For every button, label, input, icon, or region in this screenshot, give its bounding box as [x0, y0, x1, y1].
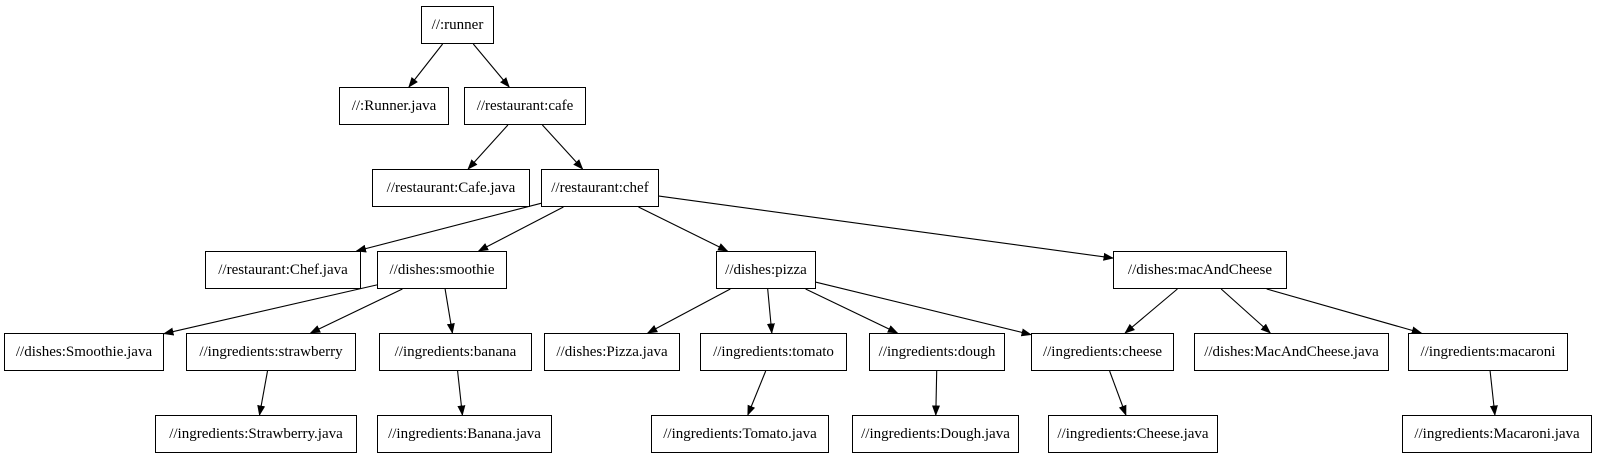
graph-node-label: //dishes:macAndCheese	[1127, 261, 1273, 278]
graph-node-macaroni: //ingredients:macaroni	[1408, 333, 1568, 371]
graph-edge-chef-to-smoothie	[477, 206, 564, 252]
graph-edge-cafe-to-chef	[541, 124, 584, 170]
graph-node-chef: //restaurant:chef	[541, 169, 659, 207]
graph-edge-runner-to-cafe	[472, 43, 510, 88]
graph-node-tomato: //ingredients:tomato	[700, 333, 847, 371]
graph-node-runner-java: //:Runner.java	[339, 87, 449, 125]
graph-edge-pizza-to-pizza-java	[646, 288, 731, 334]
graph-node-label: //ingredients:banana	[394, 343, 517, 360]
graph-node-label: //restaurant:Chef.java	[218, 261, 348, 278]
graph-node-label: //ingredients:tomato	[713, 343, 834, 360]
graph-node-label: //ingredients:Tomato.java	[663, 425, 817, 442]
graph-edge-mac-and-cheese-to-mac-and-cheese-java	[1220, 288, 1272, 334]
graph-node-strawberry-java: //ingredients:Strawberry.java	[155, 415, 357, 453]
graph-edge-mac-and-cheese-to-macaroni	[1266, 288, 1423, 335]
graph-edge-cheese-to-cheese-java	[1109, 370, 1127, 416]
graph-node-tomato-java: //ingredients:Tomato.java	[651, 415, 829, 453]
graph-node-cafe: //restaurant:cafe	[464, 87, 586, 125]
graph-edge-runner-to-runner-java	[408, 43, 444, 88]
graph-node-label: //dishes:Pizza.java	[556, 343, 668, 360]
graph-node-label: //dishes:smoothie	[389, 261, 495, 278]
graph-node-runner: //:runner	[421, 6, 494, 44]
graph-node-cheese-java: //ingredients:Cheese.java	[1048, 415, 1218, 453]
graph-node-label: //ingredients:strawberry	[199, 343, 343, 360]
graph-node-label: //ingredients:dough	[878, 343, 996, 360]
graph-node-label: //ingredients:Strawberry.java	[169, 425, 343, 442]
graph-node-label: //dishes:MacAndCheese.java	[1204, 343, 1379, 360]
graph-edge-banana-to-banana-java	[457, 370, 466, 416]
graph-edge-chef-to-mac-and-cheese	[658, 195, 1114, 261]
graph-node-label: //restaurant:chef	[551, 179, 649, 196]
graph-edge-cafe-to-cafe-java	[467, 124, 509, 170]
graph-edge-strawberry-to-strawberry-java	[257, 370, 269, 416]
graph-node-label: //:Runner.java	[351, 97, 437, 114]
graph-node-label: //dishes:pizza	[725, 261, 807, 278]
graph-node-label: //:runner	[431, 16, 484, 33]
graph-node-chef-java: //restaurant:Chef.java	[205, 251, 361, 289]
graph-edge-tomato-to-tomato-java	[747, 370, 767, 416]
graph-node-dough-java: //ingredients:Dough.java	[852, 415, 1019, 453]
graph-node-smoothie: //dishes:smoothie	[377, 251, 507, 289]
graph-node-label: //ingredients:Cheese.java	[1057, 425, 1209, 442]
graph-node-mac-and-cheese-java: //dishes:MacAndCheese.java	[1194, 333, 1389, 371]
graph-node-label: //restaurant:Cafe.java	[386, 179, 516, 196]
graph-edge-pizza-to-cheese	[815, 281, 1032, 337]
graph-edge-dough-to-dough-java	[931, 370, 940, 416]
graph-edge-pizza-to-tomato	[766, 288, 775, 334]
graph-node-label: //ingredients:macaroni	[1420, 343, 1556, 360]
graph-node-smoothie-java: //dishes:Smoothie.java	[4, 333, 164, 371]
graph-node-cafe-java: //restaurant:Cafe.java	[372, 169, 530, 207]
graph-node-banana: //ingredients:banana	[379, 333, 532, 371]
graph-node-label: //ingredients:Dough.java	[861, 425, 1010, 442]
graph-node-label: //ingredients:cheese	[1042, 343, 1163, 360]
graph-node-label: //ingredients:Banana.java	[388, 425, 541, 442]
graph-edge-smoothie-to-smoothie-java	[163, 284, 378, 336]
graph-node-banana-java: //ingredients:Banana.java	[377, 415, 552, 453]
graph-node-strawberry: //ingredients:strawberry	[186, 333, 356, 371]
graph-node-pizza: //dishes:pizza	[716, 251, 816, 289]
graph-node-cheese: //ingredients:cheese	[1031, 333, 1174, 371]
graph-edge-pizza-to-dough	[805, 288, 899, 334]
graph-edge-macaroni-to-macaroni-java	[1489, 370, 1498, 416]
graph-edge-smoothie-to-banana	[444, 288, 455, 334]
graph-edge-smoothie-to-strawberry	[309, 288, 403, 334]
graph-node-macaroni-java: //ingredients:Macaroni.java	[1402, 415, 1592, 453]
graph-edge-mac-and-cheese-to-cheese	[1124, 288, 1178, 334]
graph-edge-chef-to-pizza	[638, 206, 729, 252]
graph-node-label: //ingredients:Macaroni.java	[1414, 425, 1580, 442]
graph-node-label: //restaurant:cafe	[476, 97, 574, 114]
graph-node-mac-and-cheese: //dishes:macAndCheese	[1113, 251, 1287, 289]
graph-edge-chef-to-chef-java	[355, 202, 542, 253]
graph-node-dough: //ingredients:dough	[869, 333, 1005, 371]
graph-node-label: //dishes:Smoothie.java	[15, 343, 153, 360]
graph-node-pizza-java: //dishes:Pizza.java	[544, 333, 680, 371]
